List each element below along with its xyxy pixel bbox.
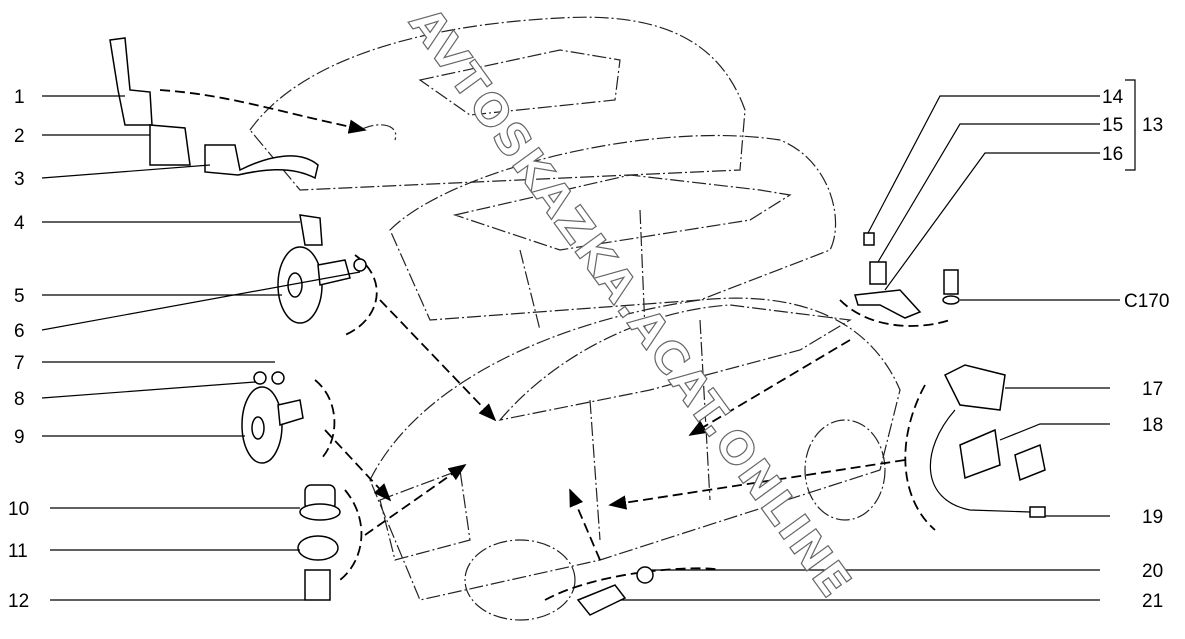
watermark: AVTOSKAZKA.ACAT.ONLINE [399,0,861,608]
car-main-outline [369,297,901,621]
right-labels: 14 15 16 13 C170 17 18 19 20 21 [1102,87,1169,612]
label-14: 14 [1102,87,1124,108]
label-13: 13 [1142,115,1163,136]
relay-and-bracket [929,364,1046,518]
label-15: 15 [1102,115,1123,136]
label-9: 9 [14,427,25,448]
label-8: 8 [14,389,25,410]
group-arc-switch [339,489,363,581]
label-19: 19 [1142,507,1163,528]
label-18: 18 [1142,415,1163,436]
label-5: 5 [14,286,25,307]
label-20: 20 [1142,561,1163,582]
label-7: 7 [14,353,25,374]
arrow-sensor [569,488,601,561]
group-arc-horn [344,254,378,336]
bonnet-switch [297,484,341,601]
arrow-horn-low [324,429,392,502]
arrow-bonnet-switch [364,463,467,536]
group-arc-sensor [544,567,721,601]
leader-lines-right [620,79,1136,601]
arrow-switch [159,89,367,134]
group-arc-horn2 [314,379,336,461]
horn-high [277,214,367,324]
group-arc-wire [904,384,936,531]
arrow-wire [608,459,906,510]
label-16: 16 [1102,144,1123,165]
label-11: 11 [8,541,28,562]
label-3: 3 [14,169,25,190]
label-17: 17 [1142,379,1163,400]
label-2: 2 [14,126,25,147]
label-10: 10 [8,499,29,520]
door-switch-assembly [854,232,960,319]
label-c170: C170 [1124,291,1169,312]
label-1: 1 [14,87,25,108]
group-arc-door [839,299,951,327]
wiper-switch [204,144,319,180]
ignition-switch [149,124,191,166]
label-12: 12 [8,591,29,612]
label-4: 4 [14,213,25,234]
arrow-door-switch [688,339,851,436]
label-6: 6 [14,321,25,342]
horn-low [241,371,304,464]
leader-lines-left [41,95,361,601]
label-21: 21 [1142,591,1163,612]
column-switch-stalk [109,37,153,126]
arrow-horn-high [379,299,497,422]
left-labels: 1 2 3 4 5 6 7 8 9 10 11 12 [8,87,29,612]
speed-sensor [576,566,654,616]
